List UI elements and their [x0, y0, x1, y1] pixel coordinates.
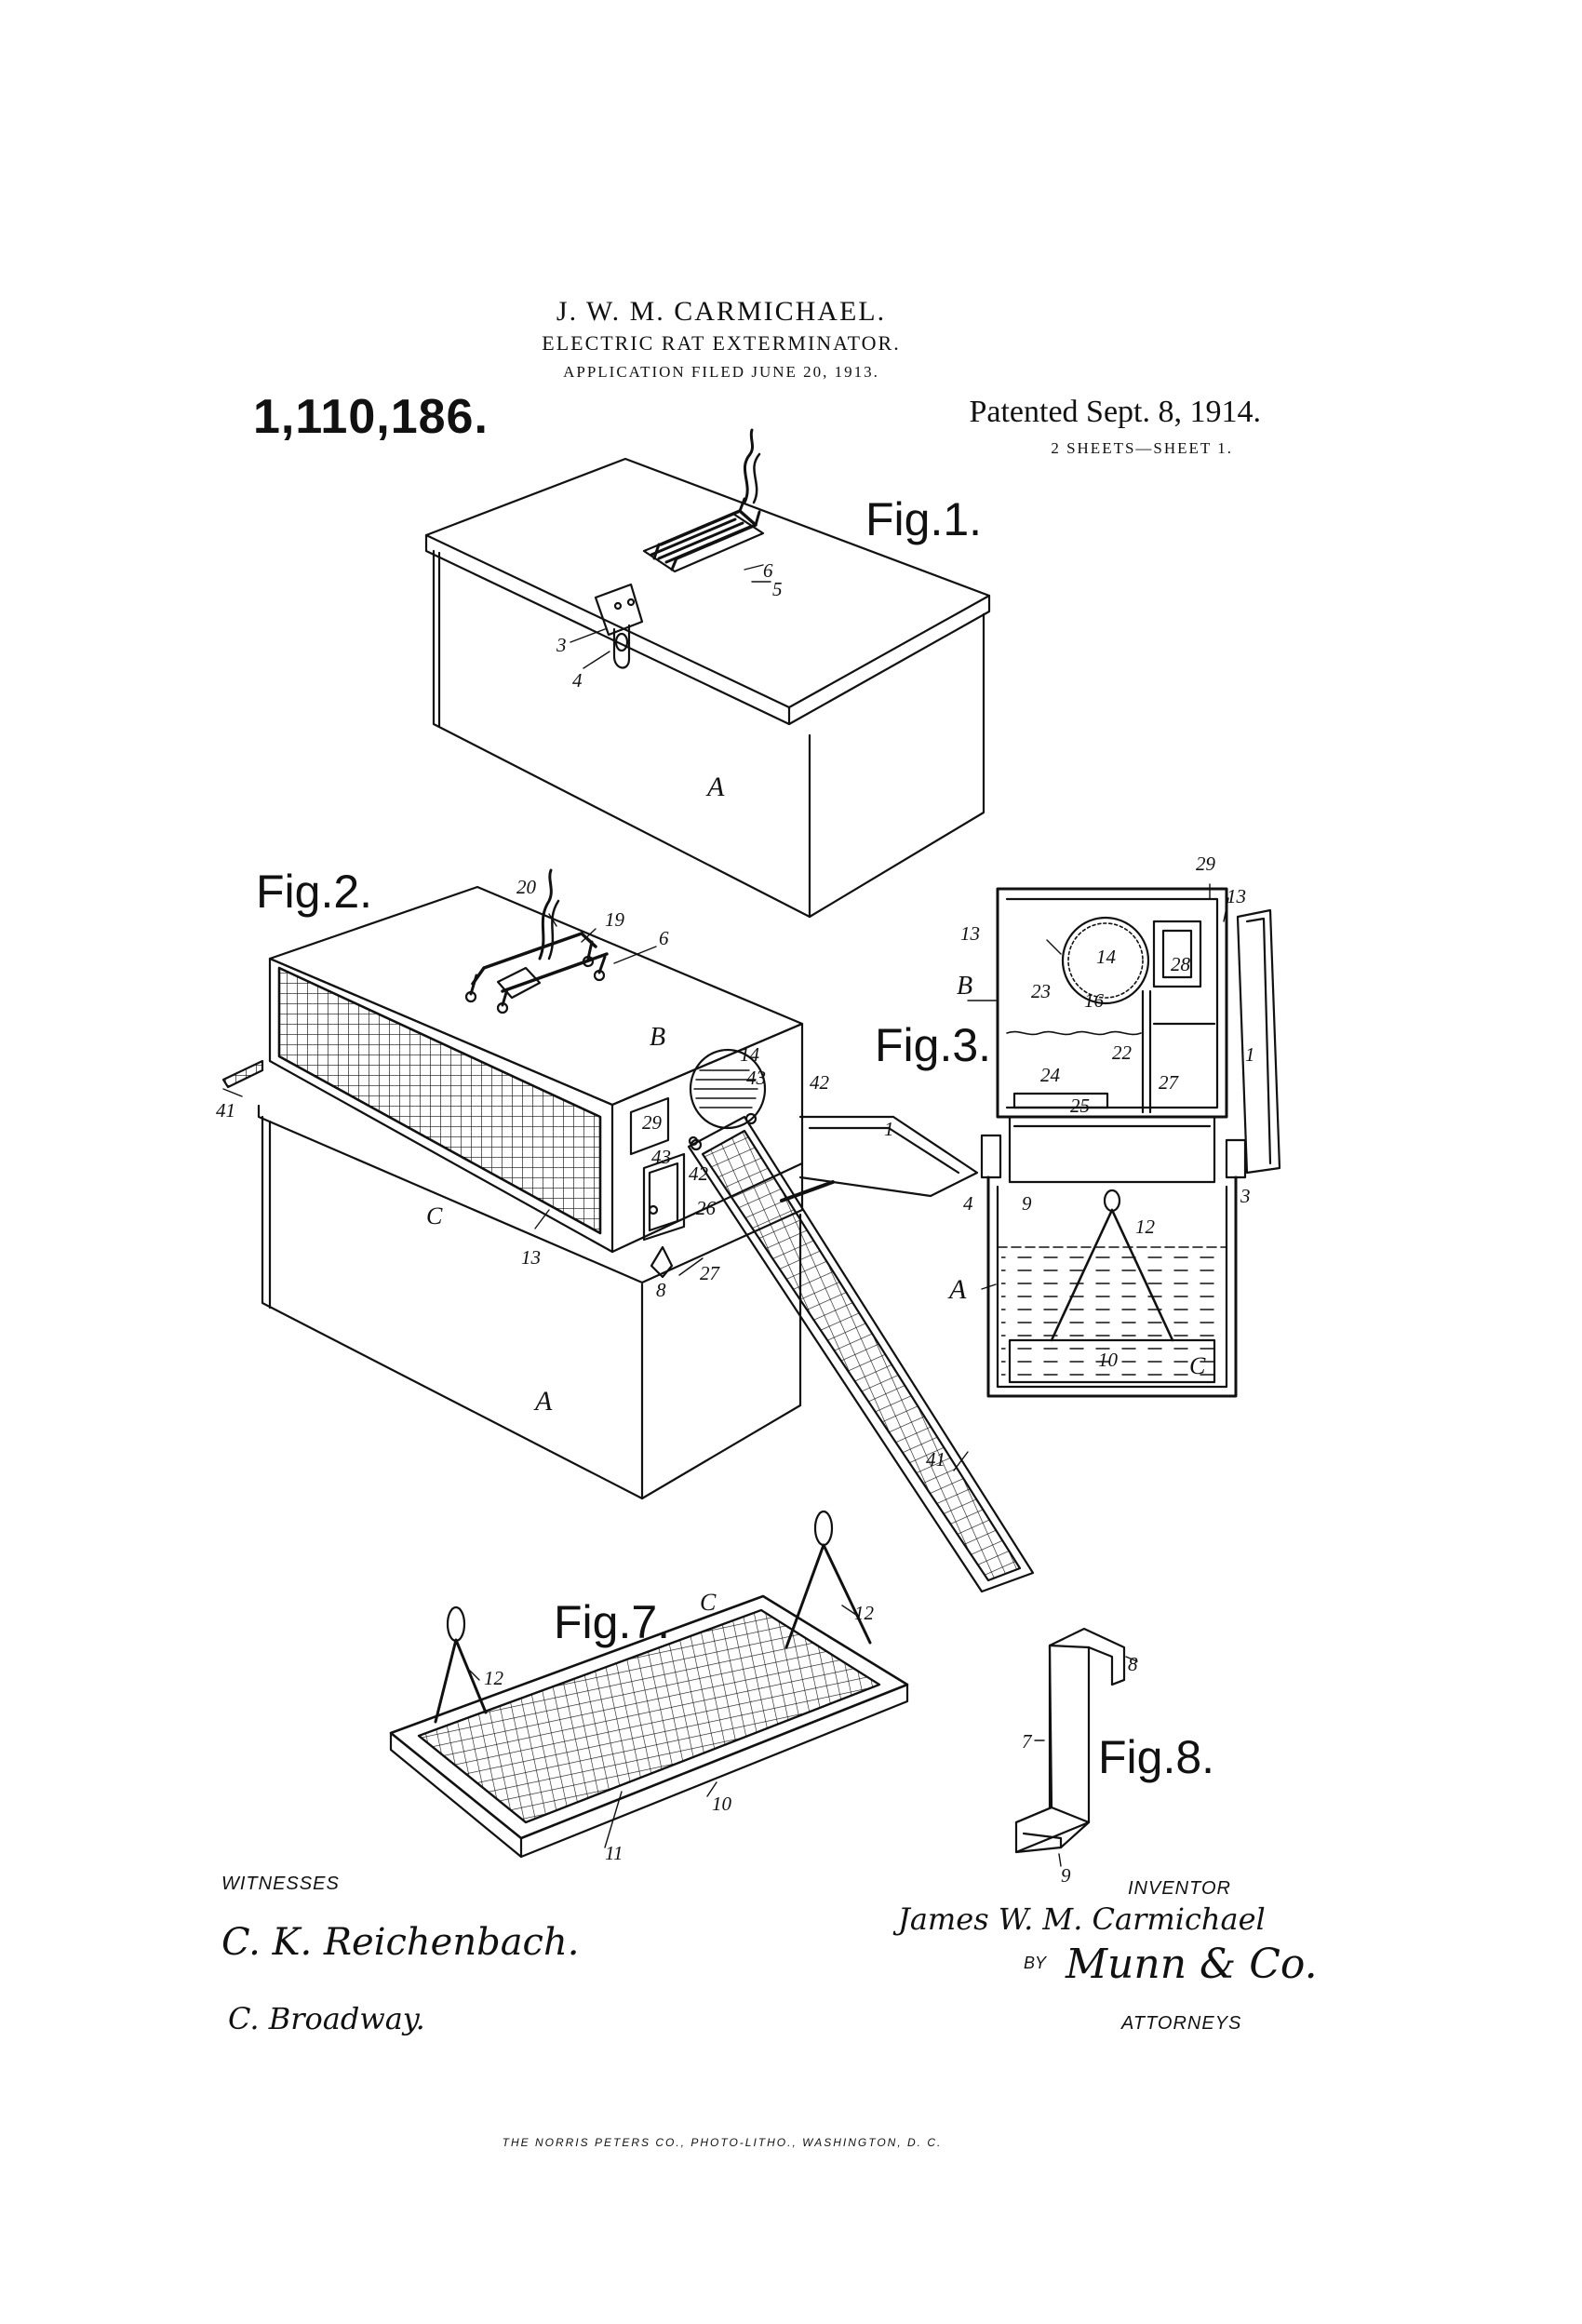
ref-8-fig8: 8	[1128, 1653, 1138, 1675]
ref-27-fig2: 27	[700, 1262, 721, 1284]
inventor-name: J. W. M. CARMICHAEL.	[556, 296, 887, 327]
printer-imprint: THE NORRIS PETERS CO., PHOTO-LITHO., WAS…	[502, 2136, 943, 2149]
ref-3-fig1: 3	[556, 634, 567, 656]
ref-B-fig2: B	[650, 1023, 665, 1052]
ref-12-fig3: 12	[1135, 1216, 1156, 1238]
ref-6-fig1: 6	[763, 559, 773, 582]
ref-4-fig1: 4	[572, 669, 583, 692]
ref-42-fig2a: 42	[810, 1071, 830, 1094]
figure-2-assembled-trap	[221, 868, 1035, 1593]
ref-3-fig3: 3	[1240, 1185, 1251, 1207]
figure-7-tray	[389, 1510, 909, 1859]
ref-28-fig3: 28	[1171, 953, 1191, 975]
ref-C-fig7: C	[700, 1589, 717, 1616]
ref-7-fig8: 7	[1022, 1730, 1033, 1753]
ref-29-fig2: 29	[642, 1111, 663, 1134]
fig1-label: Fig.1.	[865, 493, 982, 545]
fig2-label: Fig.2.	[256, 866, 372, 918]
figure-3-section	[967, 883, 1281, 1398]
ref-22-fig3: 22	[1112, 1041, 1133, 1064]
ref-14-fig3: 14	[1096, 946, 1117, 968]
ref-9-fig8: 9	[1061, 1864, 1071, 1887]
ref-43-fig2: 43	[746, 1067, 766, 1089]
ref-10-fig7: 10	[712, 1793, 732, 1815]
ref-A-fig1: A	[705, 772, 725, 802]
ref-13-fig3b: 13	[960, 922, 980, 945]
ref-5-fig1: 5	[772, 578, 783, 600]
witness-1-signature: C. K. Reichenbach.	[221, 1921, 579, 1964]
ref-9-fig3: 9	[1022, 1192, 1032, 1215]
witness-2-signature: C. Broadway.	[228, 2001, 425, 2036]
ref-8-fig2: 8	[656, 1279, 666, 1301]
ref-B-fig3: B	[957, 972, 972, 1001]
ref-6-fig2: 6	[659, 927, 669, 949]
ref-20-fig2: 20	[516, 876, 537, 898]
witnesses-label: WITNESSES	[221, 1874, 340, 1894]
ref-1-fig3: 1	[1245, 1043, 1255, 1066]
by-label: BY	[1024, 1954, 1048, 1972]
ref-19-fig2: 19	[605, 908, 625, 931]
ref-23-fig3: 23	[1031, 980, 1051, 1002]
ref-16-fig3: 16	[1084, 989, 1105, 1012]
ref-12-fig7a: 12	[854, 1602, 875, 1624]
patented-date: Patented Sept. 8, 1914.	[969, 395, 1261, 429]
reference-numerals: 6 5 3 4 A 20 19 6 B 14 43 42 29 43 42 26…	[216, 559, 1255, 1887]
ref-13-fig3a: 13	[1227, 885, 1246, 907]
signatures: WITNESSES C. K. Reichenbach. C. Broadway…	[221, 1874, 1318, 2036]
ref-C-fig2: C	[426, 1202, 443, 1229]
ref-42-fig2b: 42	[689, 1162, 709, 1185]
ref-25-fig3: 25	[1070, 1095, 1090, 1117]
ref-41-fig2b: 41	[926, 1448, 945, 1471]
ref-A-fig2: A	[533, 1386, 553, 1417]
ref-10-fig3: 10	[1098, 1349, 1119, 1371]
ref-13-fig2: 13	[521, 1246, 541, 1269]
inventor-signature: James W. M. Carmichael	[892, 1901, 1266, 1937]
patent-number: 1,110,186.	[253, 390, 489, 444]
attorneys-label: ATTORNEYS	[1120, 2013, 1241, 2034]
ref-27-fig3: 27	[1159, 1071, 1180, 1094]
invention-title: ELECTRIC RAT EXTERMINATOR.	[542, 331, 901, 355]
fig3-label: Fig.3.	[875, 1019, 991, 1071]
ref-24-fig3: 24	[1040, 1064, 1061, 1086]
ref-41-fig2a: 41	[216, 1099, 235, 1122]
ref-C-fig3: C	[1189, 1352, 1206, 1379]
inventor-label: INVENTOR	[1128, 1878, 1231, 1899]
figure-8-clip	[1014, 1627, 1138, 1867]
ref-11-fig7: 11	[605, 1842, 623, 1864]
figure-1-closed-box	[424, 428, 991, 919]
application-filed: APPLICATION FILED JUNE 20, 1913.	[563, 363, 879, 381]
fig7-label: Fig.7.	[554, 1596, 670, 1648]
ref-1-fig2: 1	[884, 1118, 894, 1140]
attorney-signature: Munn & Co.	[1065, 1941, 1318, 1988]
ref-43-fig2b: 43	[651, 1146, 671, 1168]
ref-14-fig2: 14	[740, 1043, 760, 1066]
ref-12-fig7b: 12	[484, 1667, 504, 1689]
ref-4-fig3: 4	[963, 1192, 973, 1215]
fig8-label: Fig.8.	[1098, 1731, 1214, 1783]
ref-26-fig2: 26	[696, 1197, 717, 1219]
ref-29-fig3: 29	[1196, 853, 1216, 875]
sheet-count: 2 SHEETS—SHEET 1.	[1051, 439, 1233, 457]
ref-A-fig3: A	[947, 1274, 967, 1305]
